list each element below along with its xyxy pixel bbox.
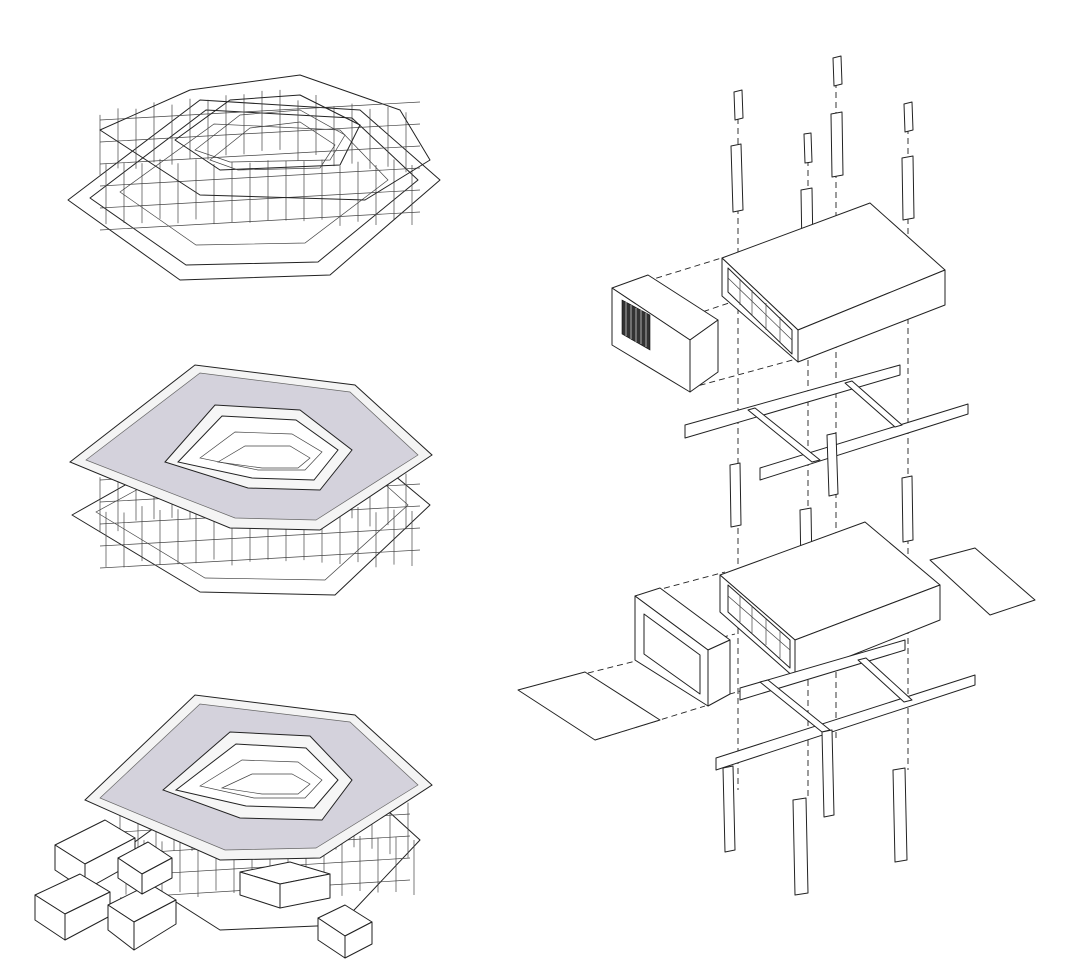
atrium-floor-3a: [199, 759, 323, 799]
bottom-column-segments: [722, 729, 908, 896]
structural-beam: [99, 549, 421, 569]
lower-box-module: [517, 507, 1036, 741]
structural-beam: [99, 189, 421, 209]
side-deck-left: [517, 671, 661, 741]
base-slab-ring-inner-2: [119, 123, 389, 246]
plug-in-module-f: [239, 861, 331, 909]
structural-beam: [99, 123, 421, 143]
atrium-floor-2: [216, 445, 311, 469]
upper-ring-outer: [99, 74, 431, 201]
upper-ring-inner: [174, 94, 361, 171]
stage-1-structural-frame: [67, 74, 441, 281]
structural-beam: [99, 101, 421, 121]
top-column-segments: [730, 55, 915, 253]
upper-box-module: [611, 202, 946, 393]
upper-box-window: [727, 267, 793, 355]
structural-beam: [99, 167, 421, 187]
atrium-floor-1: [199, 431, 323, 471]
base-slab-ring-outer: [67, 99, 441, 281]
plug-in-module-c: [107, 883, 177, 951]
plug-in-module-e: [317, 904, 373, 959]
roof-atrium-opening-3: [174, 743, 339, 809]
plug-in-module-b: [34, 873, 111, 941]
roof-atrium-opening: [177, 415, 339, 481]
plug-in-module-d: [117, 841, 173, 895]
bottom-beam-frame: [715, 639, 976, 771]
stage-3-modules-plugged: [34, 694, 433, 959]
upper-ring-inner-2: [194, 109, 346, 163]
upper-box-front: [721, 257, 799, 363]
stage-2-roof-slab: [69, 364, 433, 596]
atrium-floor-3b: [220, 773, 311, 795]
structural-beam: [99, 145, 421, 165]
column-grid-stage-1: [99, 89, 421, 231]
side-deck-right: [929, 547, 1036, 616]
upper-ring-inner-3: [209, 121, 336, 171]
structural-beam: [99, 211, 421, 231]
structural-beam: [99, 527, 421, 547]
base-slab-ring-inner: [89, 109, 419, 266]
capsule-louvre: [621, 299, 651, 351]
middle-beam-frame: [684, 364, 969, 543]
exploded-assembly: [517, 55, 1036, 896]
